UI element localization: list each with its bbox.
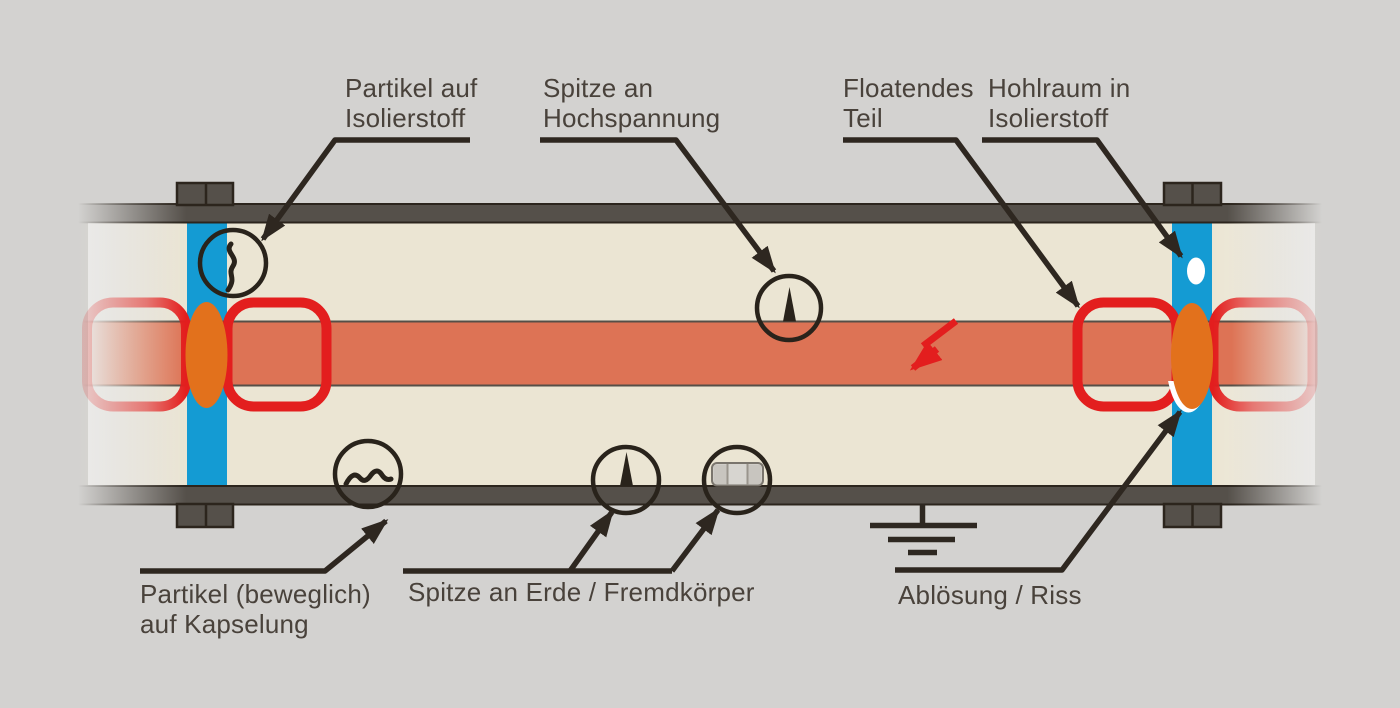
label-tip-at-earth: Spitze an Erde / Fremdkörper bbox=[408, 577, 755, 607]
electrode-outline-inner-left bbox=[222, 297, 332, 412]
label-detachment-crack: Ablösung / Riss bbox=[898, 580, 1082, 610]
leader-void-in-insulator bbox=[982, 137, 1184, 259]
moving-particle-icon bbox=[332, 438, 404, 510]
conductor-insert-right bbox=[1171, 303, 1213, 409]
particle-on-insulator-icon bbox=[197, 227, 269, 299]
leader-tip-at-earth-needle bbox=[567, 509, 615, 573]
enclosure-top bbox=[78, 203, 1322, 224]
busbar bbox=[81, 320, 1319, 387]
leader-detachment-crack bbox=[895, 409, 1183, 573]
leader-particle-movable bbox=[140, 518, 389, 574]
label-void-in-insulator: Hohlraum in Isolierstoff bbox=[988, 73, 1138, 133]
needle-at-earth-icon bbox=[590, 444, 662, 516]
flange-bottom-right bbox=[1162, 502, 1223, 529]
flange-top-left bbox=[175, 181, 235, 207]
leader-tip-at-earth-bolt bbox=[669, 507, 721, 573]
bolt-nut-icon bbox=[701, 444, 773, 516]
label-tip-at-hv: Spitze an Hochspannung bbox=[543, 73, 720, 133]
electrode-outline-outer-right bbox=[1208, 297, 1318, 412]
flashover-lightning-arrow bbox=[909, 318, 959, 371]
ground-symbol bbox=[870, 504, 977, 556]
label-floating-part: Floatendes Teil bbox=[843, 73, 981, 133]
flange-bottom-left bbox=[175, 502, 235, 529]
conductor-insert-left bbox=[185, 302, 228, 408]
leader-tip-at-hv bbox=[540, 137, 777, 274]
flange-top-right bbox=[1162, 181, 1223, 207]
enclosure-bottom bbox=[78, 485, 1322, 506]
label-particle-on-insulator: Partikel auf Isolierstoff bbox=[345, 73, 485, 133]
void-in-insulator-icon bbox=[1187, 257, 1205, 285]
needle-at-hv-icon bbox=[754, 273, 824, 343]
leader-particle-on-insulator bbox=[260, 137, 470, 242]
label-particle-movable: Partikel (beweglich) auf Kapselung bbox=[140, 579, 378, 639]
leader-floating-part bbox=[843, 137, 1081, 309]
